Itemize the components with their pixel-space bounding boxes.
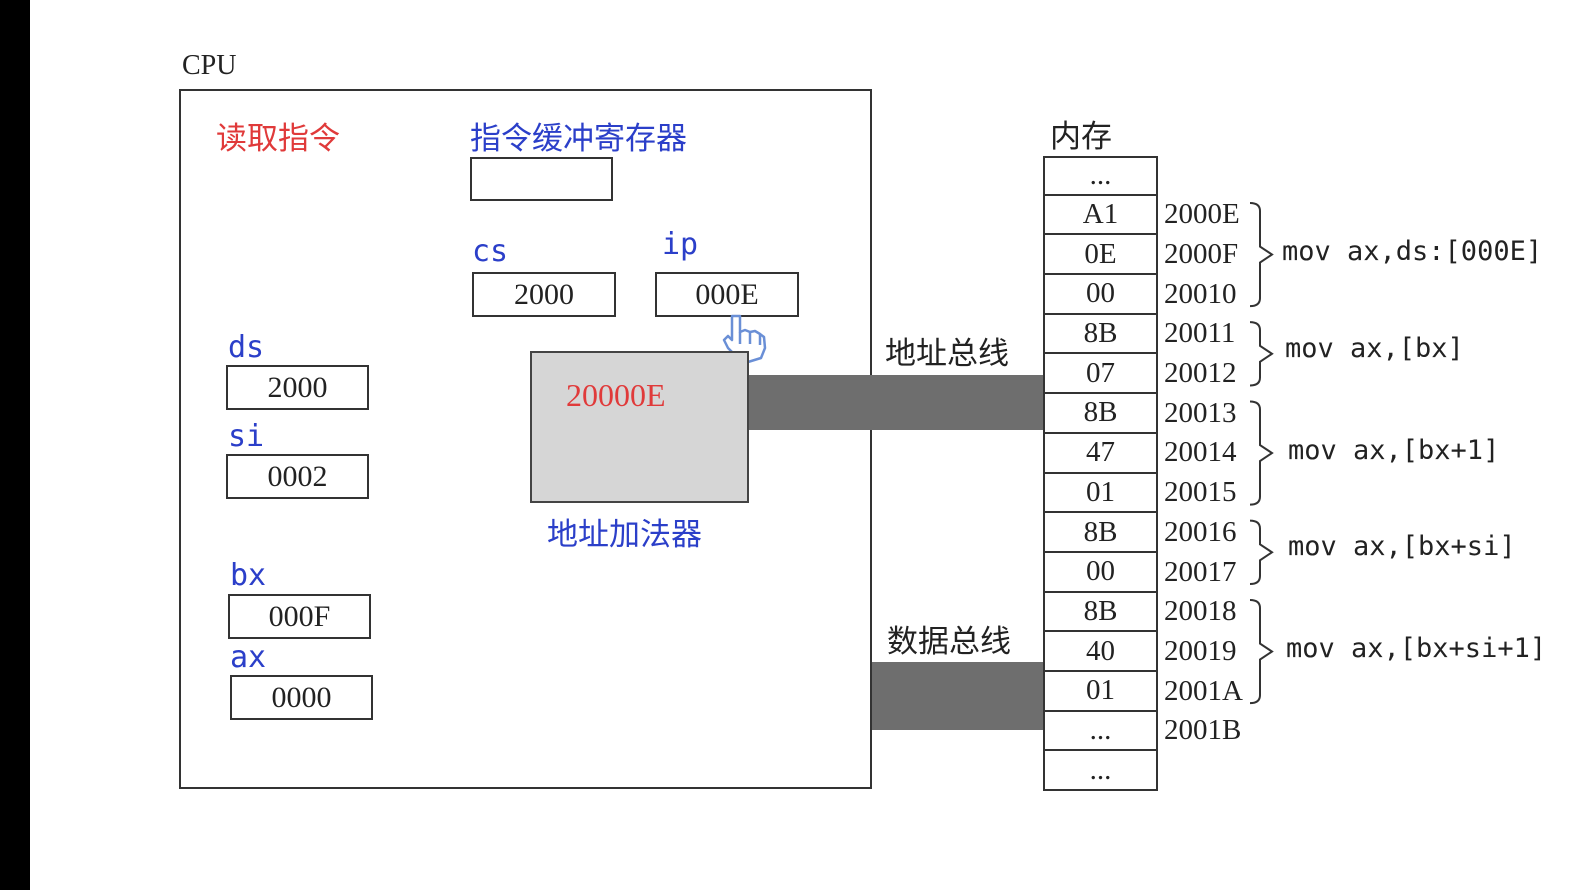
memory-cell: 8B — [1043, 513, 1158, 553]
memory-cell: 8B — [1043, 592, 1158, 633]
address-bus-label: 地址总线 — [885, 336, 1009, 372]
instruction-label: mov ax,[bx+si+1] — [1286, 633, 1547, 664]
memory-address: 20017 — [1164, 555, 1237, 588]
memory-cell: 8B — [1043, 394, 1158, 434]
memory-cell: 01 — [1043, 473, 1158, 514]
step-label: 读取指令 — [216, 121, 340, 157]
memory-address: 2000F — [1164, 238, 1239, 271]
memory-cell: 40 — [1043, 632, 1158, 672]
memory-cell: ... — [1043, 156, 1158, 196]
memory-cell: ... — [1043, 751, 1158, 791]
memory-address: 20016 — [1164, 515, 1237, 548]
brace — [1249, 599, 1274, 705]
memory-address: 20018 — [1164, 595, 1237, 628]
brace — [1249, 519, 1274, 585]
memory-address: 2001A — [1164, 674, 1243, 707]
cpu-title: CPU — [182, 50, 237, 81]
brace — [1249, 321, 1274, 387]
memory-cell: 00 — [1043, 275, 1158, 315]
ax-label: ax — [230, 640, 267, 675]
brace — [1249, 400, 1274, 506]
hand-pointer-icon — [718, 312, 774, 366]
memory-address: 20014 — [1164, 436, 1237, 469]
ds-label: ds — [228, 330, 265, 365]
memory-address: 20012 — [1164, 357, 1237, 390]
ds-register: 2000 — [226, 365, 369, 410]
memory-cell: 8B — [1043, 314, 1158, 355]
cs-label: cs — [472, 234, 509, 269]
ip-label: ip — [662, 227, 699, 262]
cpu-box — [179, 89, 872, 789]
address-adder: 20000E — [530, 351, 749, 503]
memory-address: 2001B — [1164, 714, 1242, 747]
memory-cell: 00 — [1043, 552, 1158, 593]
address-column: 2000E 2000F 20010 20011 20012 20013 20014 20015… — [1164, 195, 1243, 751]
si-register: 0002 — [226, 454, 369, 499]
memory-cell: 47 — [1043, 433, 1158, 474]
instr-buffer-register — [470, 157, 613, 201]
data-bus — [872, 662, 1043, 730]
memory-address: 20013 — [1164, 396, 1237, 429]
memory-cell: 01 — [1043, 671, 1158, 712]
data-bus-label: 数据总线 — [887, 624, 1011, 660]
diagram-canvas: CPU 读取指令 指令缓冲寄存器 cs 2000 ip 000E ds 2000… — [30, 0, 1594, 890]
memory-cell: 0E — [1043, 235, 1158, 276]
memory-address: 2000E — [1164, 198, 1240, 231]
bx-register: 000F — [228, 594, 371, 639]
bx-label: bx — [230, 558, 267, 593]
instruction-label: mov ax,[bx+1] — [1288, 435, 1500, 466]
memory-address: 20019 — [1164, 634, 1237, 667]
memory-title: 内存 — [1050, 119, 1112, 155]
memory-cell: 07 — [1043, 354, 1158, 395]
memory-address: 20011 — [1164, 317, 1236, 350]
memory-address: 20015 — [1164, 476, 1237, 509]
instruction-label: mov ax,[bx] — [1285, 333, 1464, 364]
memory-address: 20010 — [1164, 277, 1237, 310]
ax-register: 0000 — [230, 675, 373, 720]
ip-register: 000E — [655, 272, 799, 317]
adder-value: 20000E — [566, 377, 666, 413]
si-label: si — [228, 419, 265, 454]
address-bus — [749, 375, 1043, 430]
cs-register: 2000 — [472, 272, 616, 317]
brace — [1249, 202, 1274, 308]
memory-cell: A1 — [1043, 195, 1158, 236]
instruction-label: mov ax,[bx+si] — [1288, 531, 1516, 562]
adder-label: 地址加法器 — [547, 517, 702, 553]
instr-buffer-label: 指令缓冲寄存器 — [470, 121, 687, 157]
memory-cell: ... — [1043, 711, 1158, 752]
instruction-label: mov ax,ds:[000E] — [1282, 236, 1543, 267]
